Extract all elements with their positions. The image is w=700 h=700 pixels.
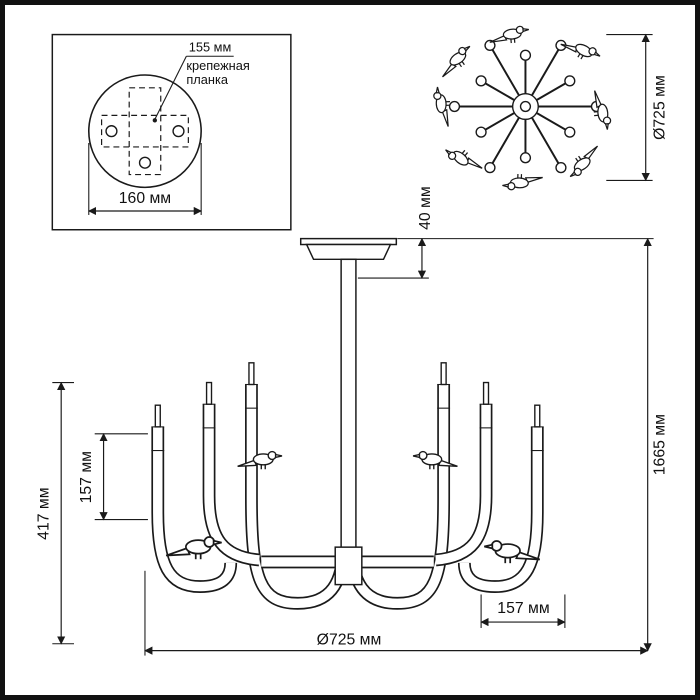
plate-circle [87,74,202,189]
front-view [151,237,544,610]
plate-bracket-dashed-vertical [128,87,162,176]
candle-tips [151,362,544,452]
body-height-label: 417 мм [35,487,52,539]
leader-line [154,56,187,120]
total-height-label: 1665 мм [651,414,668,475]
candle-height-label: 157 мм [78,451,95,503]
top-view: Ø725 мм [432,24,668,192]
canopy-height-label: 40 мм [417,186,434,230]
bracket-label-line1: крепежная [186,58,249,73]
ceiling-plate [299,237,398,246]
plate-bracket-dashed-horizontal [101,114,189,148]
technical-drawing: 155 мм крепежная планка 160 мм [35,24,668,656]
hole-spacing-label: 155 мм [189,39,232,54]
bracket-label-line2: планка [186,72,228,87]
chandelier-arms [151,384,544,610]
mounting-hole-left [105,125,118,138]
inset-box [51,33,292,231]
plate-width-label: 160 мм [119,190,171,207]
leader-target-dot [152,118,157,123]
ceiling-mount [299,237,398,586]
top-diameter-label: Ø725 мм [651,75,668,140]
hub-joint [334,546,363,586]
mounting-hole-right [172,125,185,138]
diameter-label: Ø725 мм [317,632,382,649]
canopy [305,243,392,261]
arm-radius-label: 157 мм [497,600,549,617]
mounting-plate-inset: 155 мм крепежная планка 160 мм [51,33,292,231]
central-rod [340,258,357,551]
dimensions: 40 мм 1665 мм 417 мм 157 мм 157 мм Ø725 … [35,186,668,656]
mounting-hole-bottom [138,156,152,169]
top-view-hub-center [519,100,532,113]
